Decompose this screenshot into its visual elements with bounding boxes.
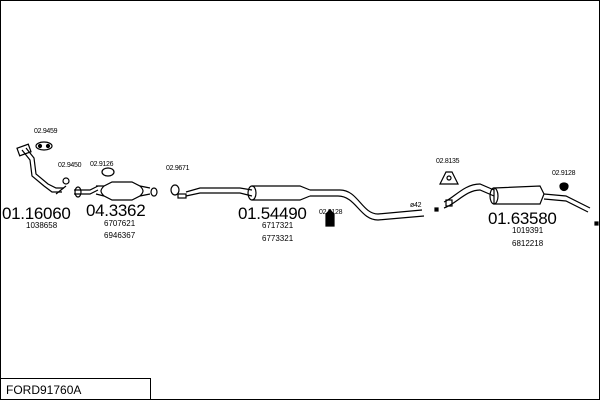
- part-number: 04.3362: [86, 201, 146, 220]
- diameter-label: ø42: [410, 202, 422, 209]
- accessory-label: 02.9671: [166, 165, 190, 172]
- accessory-label: 02.9128: [552, 170, 576, 177]
- mount-1-drawing: [439, 171, 459, 185]
- rear-pipe-drawing: [443, 183, 495, 209]
- part-reference: 1038658: [26, 221, 58, 230]
- part-reference: 6707621: [104, 219, 136, 228]
- accessory-label: 02.9450: [58, 162, 82, 169]
- part-number: 01.16060: [2, 204, 71, 223]
- clamp-1-drawing: [62, 177, 70, 185]
- catalyst-drawing: [95, 167, 158, 201]
- gasket-1-drawing: [35, 141, 53, 151]
- front-pipe-drawing: [16, 143, 67, 195]
- part-number: 01.63580: [488, 209, 557, 228]
- part-reference: 6946367: [104, 231, 136, 240]
- middle-pipe-drawing: [185, 185, 425, 221]
- footer-code-box: FORD91760A: [0, 378, 151, 399]
- connector-drawing: [74, 185, 99, 198]
- mount-2-drawing: [559, 182, 569, 192]
- accessory-label: 02.9128: [319, 209, 343, 216]
- accessory-label: 02.8135: [436, 158, 460, 165]
- part-reference: 6812218: [512, 239, 544, 248]
- footer-code: FORD91760A: [6, 383, 82, 397]
- part-number: 01.54490: [238, 204, 307, 223]
- accessory-label: 02.9126: [90, 161, 114, 168]
- part-reference: 6717321: [262, 221, 294, 230]
- clamp-2-drawing: [170, 184, 187, 199]
- hanger-1-drawing: [325, 209, 335, 227]
- accessory-label: 02.9459: [34, 128, 58, 135]
- rear-silencer-drawing: [489, 185, 591, 213]
- part-reference: 1019391: [512, 226, 544, 235]
- part-reference: 6773321: [262, 234, 294, 243]
